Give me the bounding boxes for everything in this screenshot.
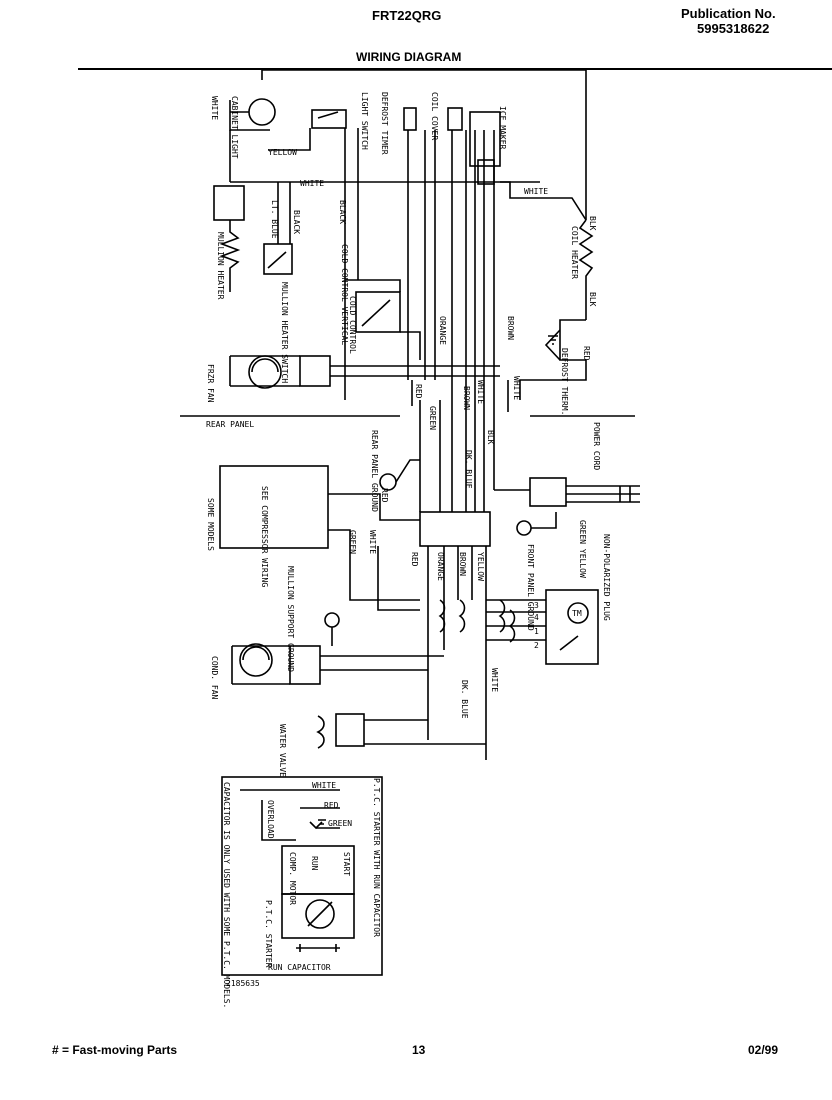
label-capacitor-note: CAPACITOR IS ONLY USED WITH SOME P.T.C. … xyxy=(222,782,231,1008)
revision-date: 02/99 xyxy=(748,1043,779,1057)
label-green-ptc: GREEN xyxy=(328,819,352,828)
label-white-mid: WHITE xyxy=(300,179,324,188)
label-lt-blue: LT. BLUE xyxy=(270,200,279,239)
label-mullion-heater: MULLION HEATER xyxy=(216,232,225,300)
label-red-2: RED xyxy=(414,384,423,399)
label-front-panel-ground: FRONT PANEL GROUND xyxy=(526,544,535,631)
label-overload: OVERLOAD xyxy=(266,800,275,839)
label-mullion-support-ground: MULLION SUPPORT GROUND xyxy=(286,566,295,672)
label-dk-blue-2: DK. BLUE xyxy=(460,680,469,719)
label-rear-panel: REAR PANEL xyxy=(206,420,254,429)
label-red-3: RED xyxy=(380,488,389,503)
label-green-1: GREEN xyxy=(428,406,437,430)
wires xyxy=(180,69,640,976)
label-power-cord: POWER CORD xyxy=(592,422,601,470)
label-dk-blue-1: DK. BLUE xyxy=(464,450,473,489)
label-light-switch: LIGHT SWITCH xyxy=(360,92,369,150)
label-start: START xyxy=(342,852,351,876)
label-white-5: WHITE xyxy=(490,668,499,692)
label-blk-2: BLK xyxy=(588,292,597,307)
label-defrost-timer: DEFROST TIMER xyxy=(380,92,389,155)
label-rear-panel-ground: REAR PANEL GROUND xyxy=(370,430,379,512)
label-brown-2: BROWN xyxy=(462,386,471,410)
label-ptc-title: P.T.C. STARTER WITH RUN CAPACITOR xyxy=(372,778,381,937)
label-ice-maker: ICE MAKER xyxy=(498,106,507,150)
label-tm: TM xyxy=(572,609,582,618)
label-timer-2: 2 xyxy=(534,641,539,650)
publication-label: Publication No. xyxy=(681,6,776,21)
label-ptc-starter: P.T.C. STARTER xyxy=(264,900,273,968)
label-red-4: RED xyxy=(410,552,419,567)
label-blk-3: BLK xyxy=(486,430,495,445)
model-number: FRT22QRG xyxy=(372,8,442,23)
label-red-ptc: RED xyxy=(324,801,339,810)
label-see-compressor-wiring: SEE COMPRESSOR WIRING xyxy=(260,486,269,587)
label-brown-3: BROWN xyxy=(458,552,467,576)
label-run: RUN xyxy=(310,856,319,871)
label-mullion-heater-switch: MULLION HEATER SWITCH xyxy=(280,282,289,383)
label-green-2: GREEN xyxy=(348,530,357,554)
label-comp-motor: COMP. MOTOR xyxy=(288,852,297,905)
label-run-capacitor: RUN CAPACITOR xyxy=(268,963,331,972)
ground-symbols xyxy=(318,335,558,825)
label-drawing-number: 2185635 xyxy=(226,979,260,988)
label-red-1: RED xyxy=(582,346,591,361)
label-black-1: BLACK xyxy=(292,210,301,234)
label-coil-cover: COIL COVER xyxy=(430,92,439,140)
label-yellow: YELLOW xyxy=(268,148,297,157)
publication-number: 5995318622 xyxy=(697,21,770,36)
label-white-2: WHITE xyxy=(512,376,521,400)
label-white-top: WHITE xyxy=(210,96,219,120)
label-yellow-2: YELLOW xyxy=(476,552,485,581)
header-rule xyxy=(78,68,832,70)
label-timer-3: 3 xyxy=(534,601,539,610)
label-white-right: WHITE xyxy=(524,187,548,196)
label-cold-control: COLD CONTROL xyxy=(348,296,357,354)
label-white-4: WHITE xyxy=(368,530,377,554)
label-frzr-fan: FRZR FAN xyxy=(206,364,215,403)
label-cold-control-vertical: COLD CONTROL VERTICAL xyxy=(340,244,349,345)
page-number: 13 xyxy=(412,1043,426,1057)
fast-moving-parts-legend: # = Fast-moving Parts xyxy=(52,1043,178,1057)
label-coil-heater: COIL HEATER xyxy=(570,226,579,279)
label-orange-1: ORANGE xyxy=(438,316,447,345)
diagram-title: WIRING DIAGRAM xyxy=(356,50,462,64)
label-water-valve: WATER VALVE xyxy=(278,724,287,777)
label-white-ptc: WHITE xyxy=(312,781,336,790)
label-brown-1: BROWN xyxy=(506,316,515,340)
label-some-models: SOME MODELS xyxy=(206,498,215,551)
label-white-3: WHITE xyxy=(476,380,485,404)
label-blk-1: BLK xyxy=(588,216,597,231)
label-timer-1: 1 xyxy=(534,627,539,636)
label-black-2: BLACK xyxy=(338,200,347,224)
label-defrost-therm: DEFROST THERM. xyxy=(560,348,569,415)
label-timer-4: 4 xyxy=(534,613,539,622)
label-green-yellow: GREEN YELLOW xyxy=(578,520,587,578)
label-orange-2: ORANGE xyxy=(436,552,445,581)
label-cabinet-light: CABINET LIGHT xyxy=(230,96,239,159)
label-cond-fan: COND. FAN xyxy=(210,656,219,700)
label-non-polarized-plug: NON-POLARIZED PLUG xyxy=(602,534,611,621)
